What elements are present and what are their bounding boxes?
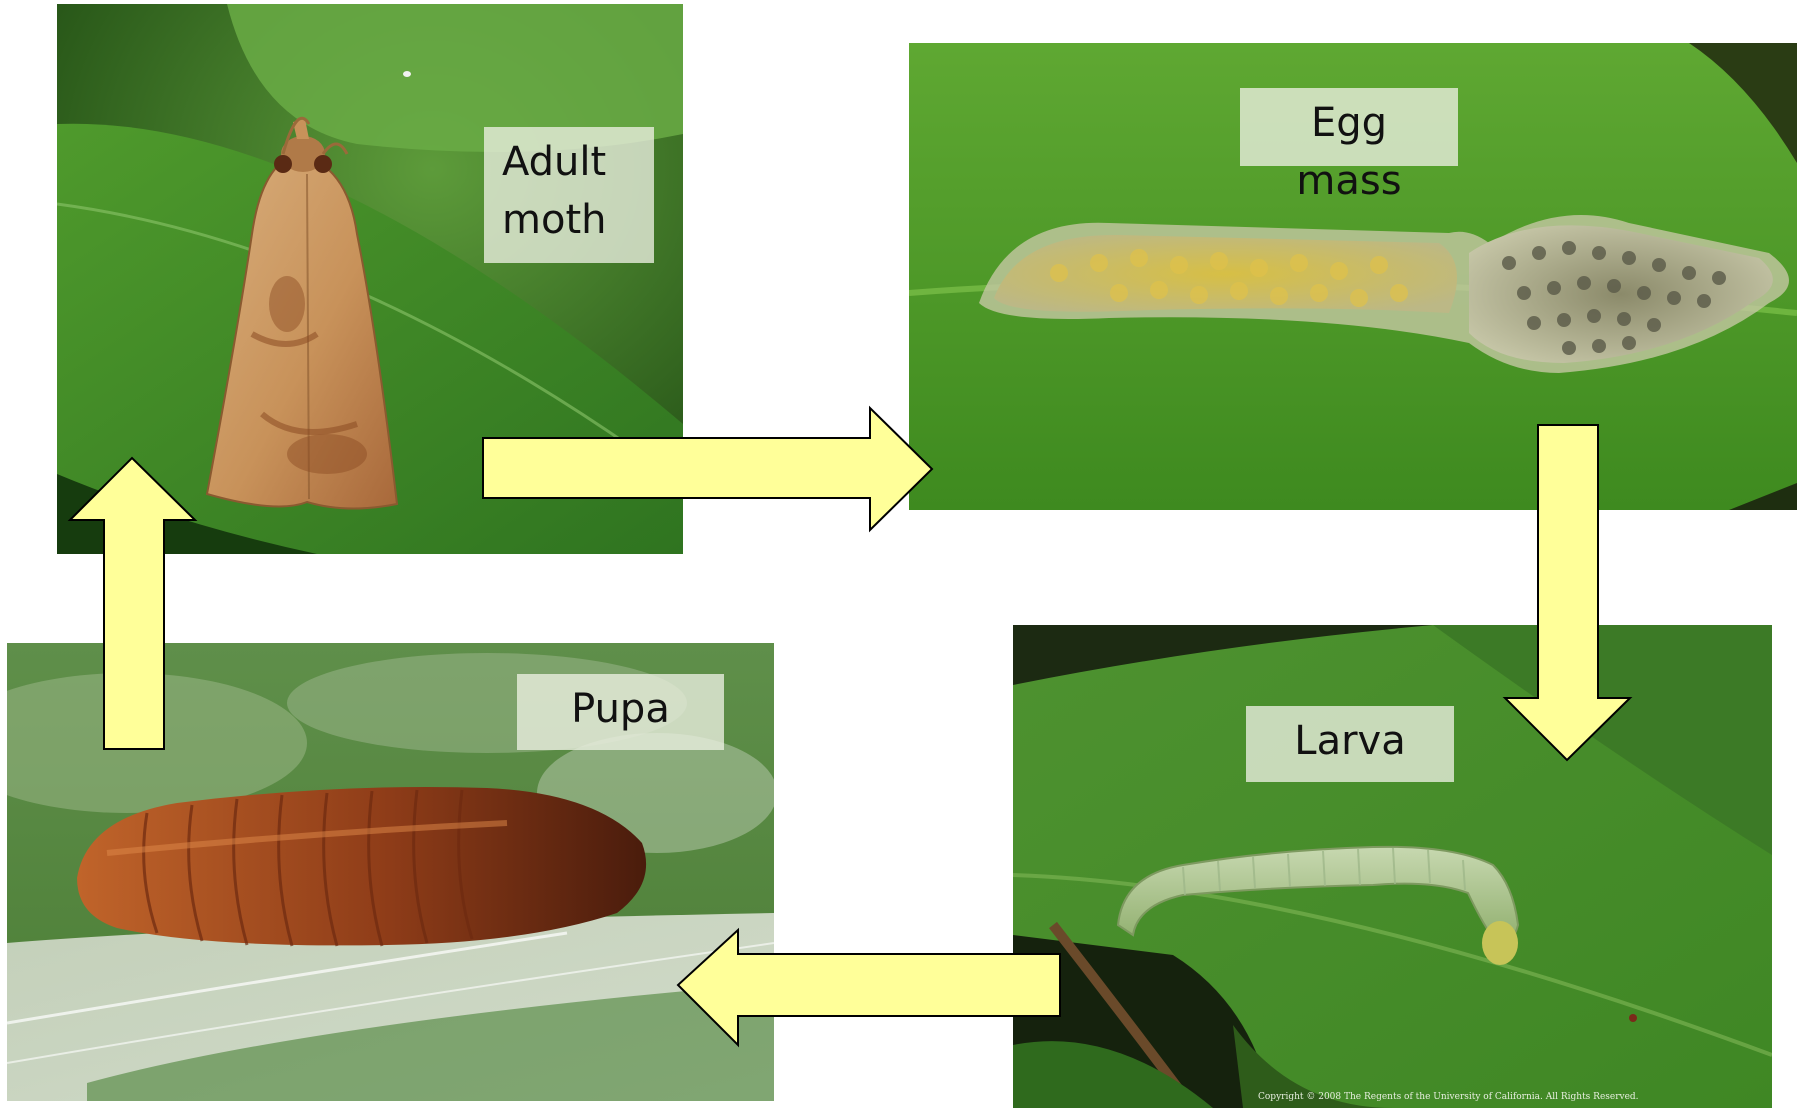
adult-moth-label: Adult moth — [484, 127, 654, 263]
pupa-label: Pupa — [517, 674, 724, 750]
adult-moth-image — [57, 4, 683, 554]
adult-moth-label-line2: moth — [502, 191, 636, 249]
copyright-notice: Copyright © 2008 The Regents of the Univ… — [1258, 1092, 1639, 1102]
larva-image — [1013, 625, 1772, 1108]
egg-mass-label: Egg mass — [1240, 88, 1458, 166]
adult-moth-label-line1: Adult — [502, 133, 636, 191]
larva-photo — [1013, 625, 1772, 1108]
larva-label: Larva — [1246, 706, 1454, 782]
adult-moth-photo — [57, 4, 683, 554]
